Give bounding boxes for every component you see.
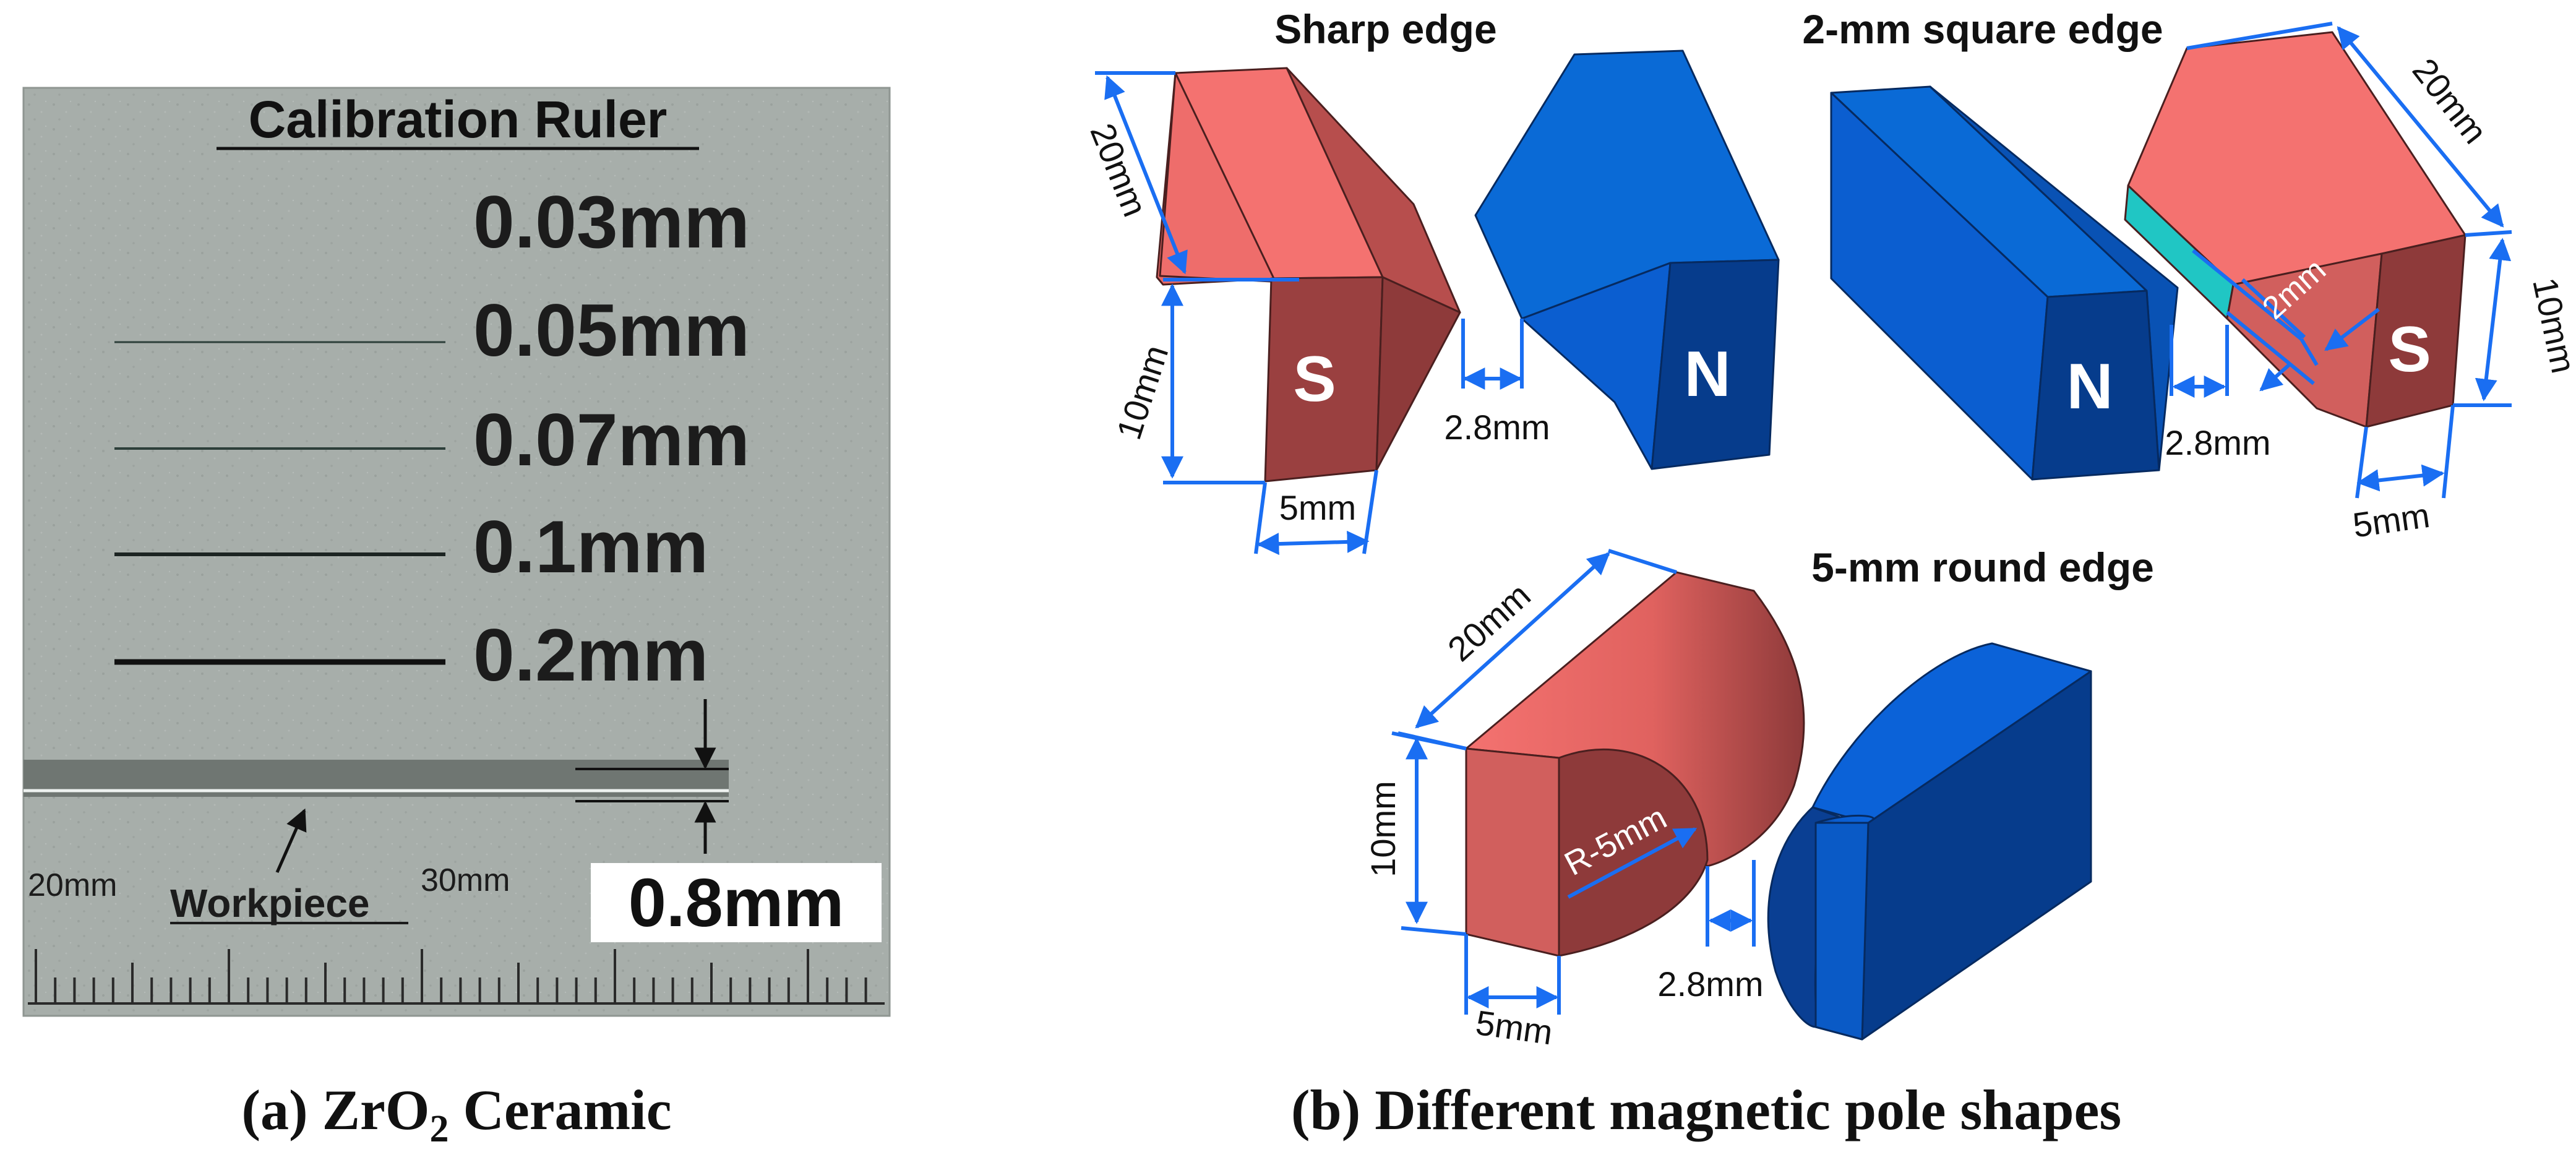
caption-a: (a) ZrO2 Ceramic [241,1078,671,1150]
square-pole-north-label: N [2066,351,2113,423]
round-gap-label: 2.8mm [1657,965,1763,1003]
round-height-label: 10mm [1363,781,1402,877]
square-width-label: 5mm [2350,496,2432,545]
square-dimensions [2170,22,2512,499]
sharp-north-magnet [1474,49,1780,470]
round-dimensions [1391,549,1756,1015]
panel-b: Sharp edge S N [1083,6,2576,1141]
calibration-label-1: 0.03mm [473,181,750,264]
scale-label-right: 30mm [421,862,510,898]
ruler-ticks [35,949,867,1003]
sharp-edge-title: Sharp edge [1274,6,1496,52]
round-width-label: 5mm [1474,1003,1555,1052]
calibration-label-3: 0.07mm [473,398,750,481]
workpiece-arrow [275,808,307,874]
caption-a-subscript: 2 [429,1108,449,1150]
calibration-label-5: 0.2mm [473,614,708,697]
caption-b: (b) Different magnetic pole shapes [1291,1078,2121,1141]
sharp-pole-north-label: N [1684,338,1730,410]
sharp-width-label: 5mm [1279,488,1356,527]
square-pole-south-label: S [2388,314,2431,385]
round-edge-group: 5-mm round edge R-5mm [1363,544,2154,1052]
thickness-label-box [591,863,882,942]
square-length-label: 20mm [2405,51,2495,150]
sharp-south-magnet [1156,67,1461,483]
sharp-gap-label: 2.8mm [1444,408,1550,447]
scale-label-left: 20mm [28,867,117,903]
calibration-label-4: 0.1mm [473,505,708,588]
thickness-label: 0.8mm [629,865,844,941]
ruler-title: Calibration Ruler [249,90,668,148]
square-edge-group: 2-mm square edge N S [1802,6,2576,545]
round-edge-title: 5-mm round edge [1811,544,2154,590]
sharp-dimensions [1095,71,1524,556]
round-north-magnet [1767,642,2092,1041]
square-north-magnet [1830,85,2179,481]
panel-a: Calibration Ruler 0.03mm 0.05mm 0.07mm 0… [22,87,891,1150]
sharp-pole-south-label: S [1293,343,1336,415]
round-length-label: 20mm [1440,575,1538,669]
square-height-label: 10mm [2525,274,2576,376]
square-edge-title: 2-mm square edge [1802,6,2163,52]
photo-background [22,87,891,1017]
sharp-height-label: 10mm [1109,340,1175,444]
workpiece-label: Workpiece [170,881,370,926]
calibration-label-2: 0.05mm [473,289,750,372]
sharp-edge-group: Sharp edge S N [1083,6,1780,556]
round-south-magnet [1465,571,1805,957]
square-gap-label: 2.8mm [2165,423,2270,462]
